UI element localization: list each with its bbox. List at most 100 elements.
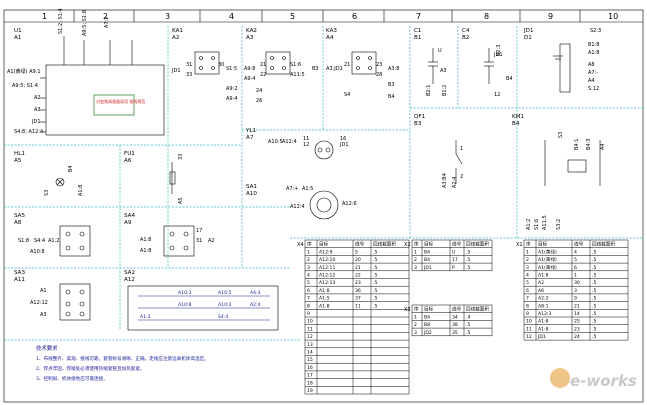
- ka3-term-3: 23: [376, 62, 382, 68]
- table-cell: 37: [355, 296, 361, 302]
- table-cell: .5: [466, 257, 470, 263]
- c4-tag: C4: [462, 28, 470, 34]
- km1-term-4: S1:6: [534, 219, 540, 230]
- table-cell: B4: [424, 257, 430, 263]
- km1-term-6: S3:2: [556, 219, 562, 230]
- ka3-pos: A4: [326, 35, 334, 41]
- yl1-term-5: 16: [340, 136, 346, 142]
- sa2-term-2: A10:5: [218, 290, 232, 296]
- table-cell: .5: [592, 326, 596, 332]
- table-cell: 18: [307, 380, 313, 386]
- table-cell: A1(黄绿): [538, 256, 557, 263]
- sa3-term-1: A1: [40, 288, 47, 294]
- fu1-tag: FU1: [124, 151, 135, 157]
- sa1-term-4: A12:4: [290, 204, 305, 210]
- table-cell: 30: [574, 280, 580, 286]
- watermark-text: e-works: [570, 372, 637, 390]
- sa4-term-4: A2: [208, 238, 215, 244]
- watermark-logo: e-works: [550, 368, 637, 390]
- fu1-term-1: 33: [178, 154, 184, 160]
- c1-term-1: B2:1: [426, 85, 432, 96]
- column-label-7: 7: [416, 12, 421, 21]
- table-cell: 11: [307, 326, 313, 332]
- table-cell: A1:8: [538, 319, 549, 325]
- hl1-term-3: S3: [44, 190, 50, 196]
- table-header-cell: 序: [414, 241, 419, 248]
- component-c1: C1 B1 B2:1 U B1:2 A3: [414, 28, 448, 96]
- table-cell: 6: [307, 288, 310, 294]
- c4-term-3: 12: [494, 92, 500, 98]
- table-cell: 5: [526, 280, 529, 286]
- table-cell: .5: [373, 249, 377, 255]
- sa3-term-2: A12:12: [30, 300, 48, 306]
- component-sa1: SA1 A10 A7:+ A1:5 A12:6 A12:4: [246, 184, 357, 220]
- c1-tag: C1: [414, 28, 422, 34]
- table-cell: 5: [355, 249, 358, 255]
- table-cell: A2: [538, 280, 544, 286]
- table-cell: 17: [452, 257, 458, 263]
- jd1-term-2: B1:8: [588, 42, 599, 48]
- sa4-term-5: A1:8: [140, 248, 151, 254]
- table-cell: .5: [592, 273, 596, 279]
- table-cell: A12:3: [538, 311, 552, 317]
- table-cell: A12:13: [319, 280, 335, 286]
- table-cell: 8: [526, 303, 529, 309]
- c4-pos: B2: [462, 35, 469, 41]
- notes-title: 技术要求: [36, 344, 58, 352]
- table-cell: 19: [307, 388, 313, 394]
- table-cell: 3: [307, 265, 310, 271]
- c1-term-2: U: [438, 48, 442, 54]
- table-header-cell: 序: [414, 306, 419, 313]
- table-cell: 5: [574, 257, 577, 263]
- table-cell: .5: [592, 257, 596, 263]
- sa5-term-3: A1:2: [48, 238, 59, 244]
- table-cell: .5: [592, 296, 596, 302]
- column-label-10: 10: [608, 12, 618, 21]
- ka3-term-7: B4: [388, 94, 395, 100]
- component-km1: KM1 B4 S3 B4:1 A1:2 S1:6 A11:5 S3:2 B4:3…: [512, 114, 606, 230]
- table-cell: .5: [592, 288, 596, 294]
- table-cell: 2: [526, 257, 529, 263]
- table-cell: .5: [373, 273, 377, 279]
- c4-term-4: B4: [506, 76, 513, 82]
- ka3-term-8: S4: [344, 92, 350, 98]
- component-ka1: KA1 A2 31 33 30 JD1 A9:2 A9:4 S1:5: [171, 28, 237, 102]
- km1-term-7: B4:3: [586, 139, 592, 150]
- sa3-pos: A11: [14, 277, 25, 283]
- sa1-term-3: A12:6: [342, 201, 357, 207]
- table-cell: 3: [526, 265, 529, 271]
- ka1-term-7: S1:5: [226, 66, 237, 72]
- table-cell: 2: [414, 257, 417, 263]
- jd1-term-3: A1:8: [588, 50, 599, 56]
- sa1-term-1: A7:+: [286, 186, 298, 192]
- table-header-cell: 回线截面积: [466, 306, 489, 313]
- column-label-5: 5: [290, 12, 295, 21]
- table-cell: 16: [307, 365, 313, 371]
- table-cell: 3: [414, 265, 417, 271]
- notes-item-3: 3、控制屏、机体接地应可靠连接。: [36, 375, 108, 382]
- ka1-term-1: 31: [186, 62, 192, 68]
- qf1-term-4: 2: [460, 174, 463, 180]
- yl1-pos: A7: [246, 135, 254, 141]
- ka3-term-2: 21: [344, 62, 350, 68]
- sa2-term-6: A2:4: [250, 302, 261, 308]
- ka1-term-4: JD1: [171, 68, 181, 74]
- table-cell: .5: [466, 330, 470, 336]
- sa4-term-3: 31: [196, 238, 202, 244]
- component-sa2: SA2 A12 A10:3 A10:5 A10:8 A10:2 A4:3 A2:…: [124, 270, 279, 331]
- ka2-tag: KA2: [246, 28, 257, 34]
- table-cell: 10: [307, 319, 313, 325]
- u1-term-9: A9:5; S1:8: [82, 10, 88, 36]
- notes-item-2: 2、焊点牢固，焊接处必须使用热缩套管且加热套紧。: [36, 365, 145, 372]
- table-cell: .5: [592, 334, 596, 340]
- table-cell: 38: [452, 322, 458, 328]
- table-cell: 23: [355, 280, 361, 286]
- table-cell: 12: [526, 334, 532, 340]
- table-cell: 10: [526, 319, 532, 325]
- sa2-pos: A12: [124, 277, 135, 283]
- yl1-term-6: JD1: [339, 142, 349, 148]
- component-ka2: KA2 A3 21 22 A9:8 A9:4 S1:6 A11:5 24 26 …: [244, 28, 319, 104]
- table-cell: 4: [526, 273, 529, 279]
